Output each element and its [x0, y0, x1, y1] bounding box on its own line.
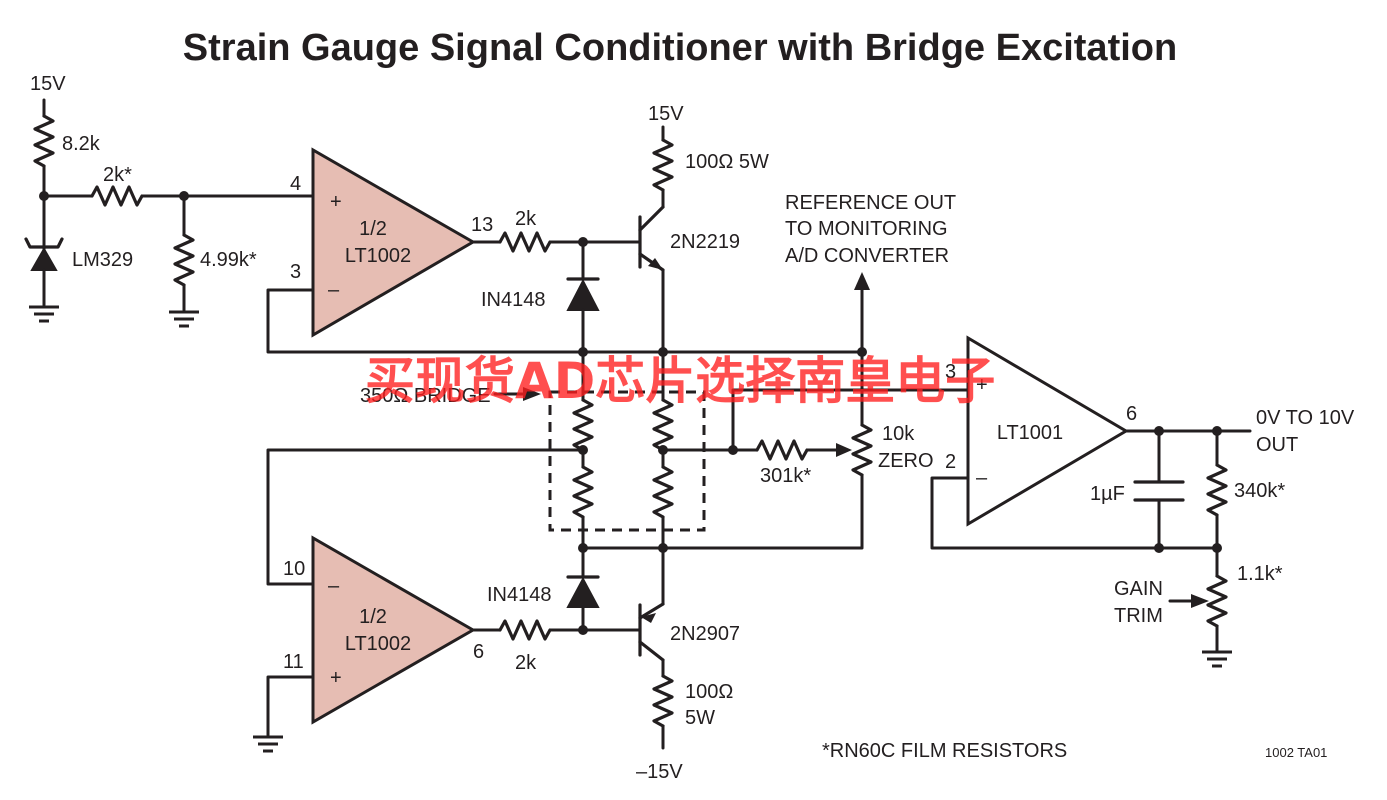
r-2k-top-label: 2k — [515, 208, 537, 230]
in4148-bottom-label: IN4148 — [487, 584, 552, 606]
in4148-top-label: IN4148 — [481, 289, 546, 311]
opamp-lt1001: + – LT1001 — [966, 335, 1129, 527]
r-100-5w-label: 100Ω 5W — [685, 151, 769, 173]
bridge-outline — [548, 390, 706, 532]
r-8-2k-label: 8.2k — [62, 133, 101, 155]
cap-1uf-label: 1µF — [1090, 483, 1125, 505]
r-2k-bottom-label: 2k — [515, 652, 537, 674]
diode-in4148-bottom — [566, 575, 600, 608]
r-301k-label: 301k* — [760, 465, 811, 487]
bridge-resistor-1 — [572, 398, 594, 452]
minus-symbol: – — [328, 575, 340, 597]
wiper-arrow-icon — [836, 443, 852, 457]
resistor-100-5w-bottom — [652, 674, 674, 728]
minus-symbol: – — [976, 467, 988, 489]
r-340k-label: 340k* — [1234, 480, 1285, 502]
resistor-2k-top — [498, 231, 552, 253]
pin-3-lt1001-label: 3 — [945, 361, 956, 383]
resistor-2k-bottom — [498, 619, 552, 641]
ground-icon — [167, 310, 201, 328]
potentiometer-gain-trim — [1206, 574, 1228, 628]
supply-15v-mid-label: 15V — [648, 103, 684, 125]
ref-out-label-2: TO MONITORING — [785, 218, 948, 240]
lt1001-label: LT1001 — [997, 422, 1063, 444]
r-100-bottom-label-2: 5W — [685, 707, 715, 729]
gain-label-1: GAIN — [1114, 578, 1163, 600]
opamp-top-label-1: 1/2 — [359, 218, 387, 240]
opamp-top-label-2: LT1002 — [345, 245, 411, 267]
transistor-2n2907 — [638, 602, 665, 662]
ground-icon — [27, 305, 61, 323]
r-1-1k-label: 1.1k* — [1237, 563, 1283, 585]
arrow-right-icon — [1191, 594, 1209, 608]
page-title: Strain Gauge Signal Conditioner with Bri… — [183, 27, 1177, 69]
out-label-2: OUT — [1256, 434, 1298, 456]
opamp-top-lt1002: + – 1/2 LT1002 — [311, 147, 476, 338]
r-100-bottom-label-1: 100Ω — [685, 681, 733, 703]
lm329-label: LM329 — [72, 249, 133, 271]
pin-10-label: 10 — [283, 558, 305, 580]
opamp-bottom-label-2: LT1002 — [345, 633, 411, 655]
resistor-8-2k — [33, 114, 55, 168]
pin-6-out-label: 6 — [1126, 403, 1137, 425]
bridge-resistor-2 — [652, 398, 674, 452]
supply-15v-left-label: 15V — [30, 73, 66, 95]
q-2n2219-label: 2N2219 — [670, 231, 740, 253]
diode-in4148-top — [566, 277, 600, 311]
bridge-resistor-4 — [652, 465, 674, 519]
bridge-resistor-3 — [572, 465, 594, 519]
supply-neg15-label: –15V — [636, 761, 683, 783]
plus-symbol: + — [330, 191, 342, 213]
resistor-340k — [1206, 463, 1228, 517]
pin-13-label: 13 — [471, 214, 493, 236]
out-label-1: 0V TO 10V — [1256, 407, 1355, 429]
r-2k-star-label: 2k* — [103, 164, 132, 186]
ground-icon — [1200, 650, 1234, 668]
resistor-301k — [755, 439, 809, 461]
pin-3-top-label: 3 — [290, 261, 301, 283]
figure-id: 1002 TA01 — [1265, 745, 1327, 760]
pin-4-label: 4 — [290, 173, 301, 195]
resistor-4-99k — [173, 233, 195, 287]
resistor-100-5w-top — [652, 138, 674, 192]
ref-out-label-3: A/D CONVERTER — [785, 245, 949, 267]
opamp-bottom-lt1002: – + 1/2 LT1002 — [311, 535, 477, 725]
footnote: *RN60C FILM RESISTORS — [822, 740, 1067, 762]
r-4-99k-label: 4.99k* — [200, 249, 257, 271]
gain-label-2: TRIM — [1114, 605, 1163, 627]
bridge-label: 350Ω BRIDGE — [360, 385, 491, 407]
minus-symbol: – — [328, 279, 340, 301]
capacitor-1uf — [1133, 480, 1185, 502]
pin-11-label: 11 — [283, 651, 304, 673]
opamp-bottom-label-1: 1/2 — [359, 606, 387, 628]
plus-symbol: + — [330, 667, 342, 689]
arrow-right-icon — [523, 387, 541, 401]
arrow-up-icon — [854, 272, 870, 290]
resistor-2k-star — [90, 185, 144, 207]
q-2n2907-label: 2N2907 — [670, 623, 740, 645]
ground-icon — [251, 735, 285, 753]
pin-6-bottom-label: 6 — [473, 641, 484, 663]
transistor-2n2219 — [638, 205, 665, 272]
watermark: 买现货AD芯片选择南皇电子 — [365, 352, 995, 410]
pot-10k-label: 10k — [882, 423, 915, 445]
pin-2-lt1001-label: 2 — [945, 451, 956, 473]
zero-label: ZERO — [878, 450, 934, 472]
reference-section: 15V 8.2k LM329 2k* 4.99k* — [24, 73, 315, 328]
ref-out-label-1: REFERENCE OUT — [785, 192, 956, 214]
potentiometer-10k — [851, 423, 873, 477]
plus-symbol: + — [976, 374, 988, 396]
